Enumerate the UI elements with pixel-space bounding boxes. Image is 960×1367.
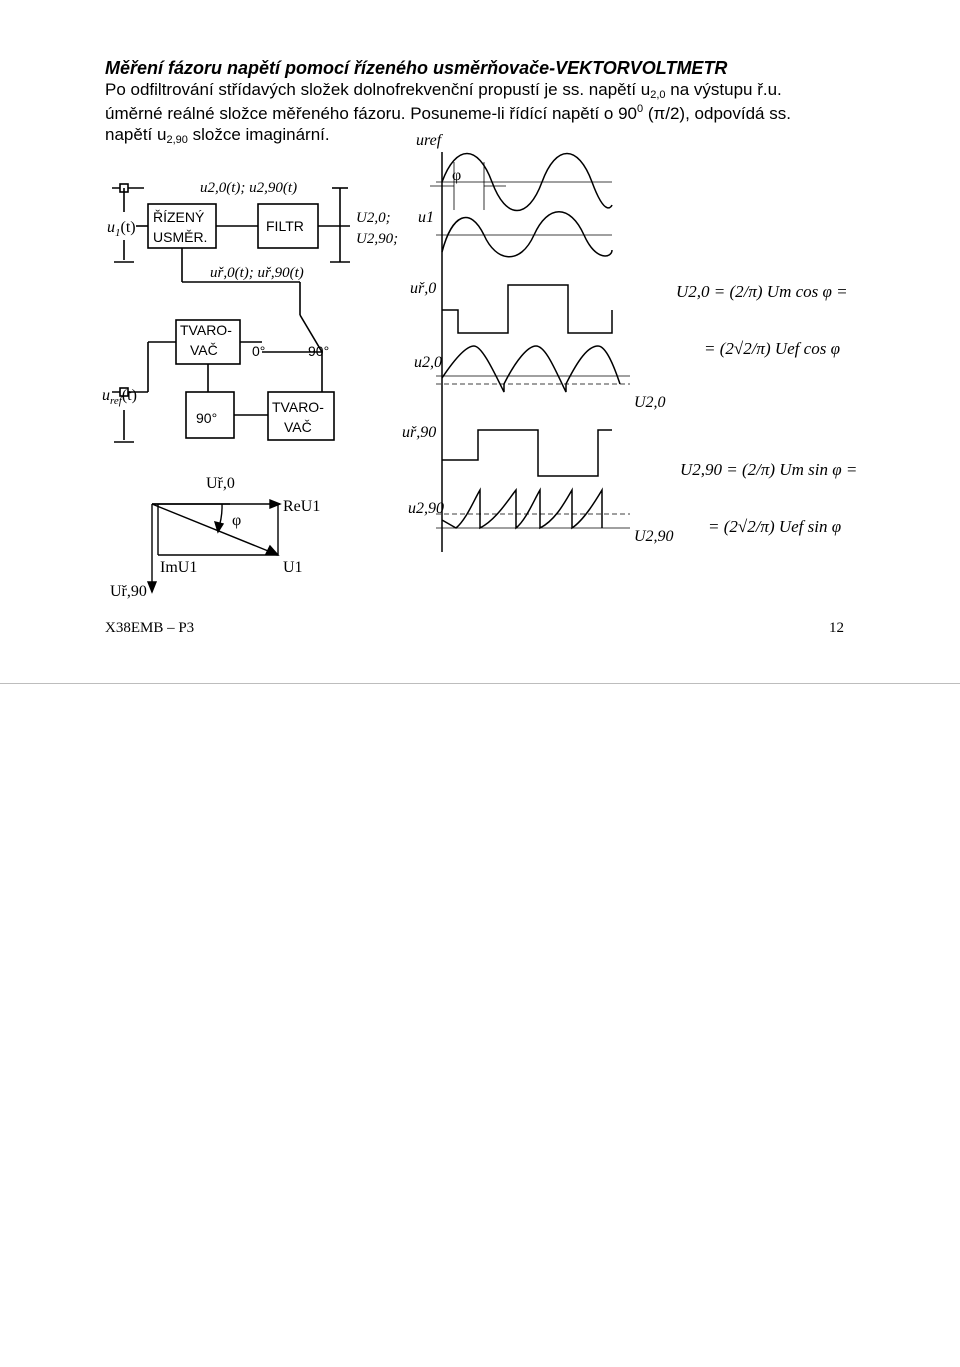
label-u1-input: u1(t) [107, 219, 136, 239]
wave-label-uref: uref [416, 132, 444, 149]
phase-shift-label: 90° [196, 410, 217, 426]
wave-label-u1: u1 [418, 209, 434, 226]
footer-course-code: X38EMB – P3 [105, 620, 195, 636]
phasor-ur90-label: Uř,90 [110, 583, 147, 600]
figure-canvas: u1(t) uref(t) ŘÍZENÝ USMĚR. FILTR u2,0(t… [102, 132, 857, 600]
formulas: U2,0 = (2/π) Um cos φ = = (2√2/π) Uef co… [676, 282, 857, 536]
rectifier-label-2: USMĚR. [153, 229, 207, 245]
shaper2-label-1: TVARO- [272, 399, 324, 415]
signals-top-label: u2,0(t); u2,90(t) [200, 180, 297, 196]
wave-uref [441, 152, 613, 212]
paragraph-line-1: Po odfiltrování střídavých složek dolnof… [105, 80, 782, 101]
formula-1: U2,0 = (2/π) Um cos φ = [676, 282, 848, 301]
control-label: uř,0(t); uř,90(t) [210, 265, 304, 281]
wave-label-ur90: uř,90 [402, 424, 436, 441]
label-uref-input: uref(t) [102, 387, 137, 407]
shaper1-label-1: TVARO- [180, 322, 232, 338]
wave-label-phi: φ [452, 167, 461, 184]
waveforms [430, 152, 630, 552]
slide-title: Měření fázoru napětí pomocí řízeného usm… [105, 58, 728, 78]
phasor-im-label: ImU1 [160, 559, 197, 576]
waveform-labels: uref φ u1 uř,0 u2,0 uř,90 u2,90 U2,0 U2,… [402, 132, 674, 545]
slide: Měření fázoru napětí pomocí řízeného usm… [0, 0, 960, 683]
wave-u1 [441, 211, 613, 258]
formula-4: = (2√2/π) Uef sin φ [708, 517, 841, 536]
wave-u290 [441, 487, 603, 530]
wave-u20 [441, 345, 621, 393]
wave-label-U290: U2,90 [634, 528, 674, 545]
switch-90-label: 90° [308, 343, 329, 359]
paragraph-line-3: napětí u2,90 složce imaginární. [105, 125, 330, 146]
wave-label-u290: u2,90 [408, 500, 444, 517]
shaper2-label-2: VAČ [284, 419, 312, 435]
wave-label-ur0: uř,0 [410, 280, 436, 297]
block-diagram-labels: u1(t) uref(t) ŘÍZENÝ USMĚR. FILTR u2,0(t… [102, 180, 398, 435]
outputs-label-2: U2,90; [356, 231, 398, 247]
page-divider [0, 683, 960, 684]
wave-ur0 [442, 284, 613, 334]
wave-ur90 [442, 429, 612, 477]
formula-3: U2,90 = (2/π) Um sin φ = [680, 460, 857, 479]
phasor-re-label: ReU1 [283, 498, 320, 515]
wave-label-u20: u2,0 [414, 354, 442, 371]
outputs-label-1: U2,0; [356, 210, 391, 226]
phasor-u1-label: U1 [283, 559, 303, 576]
phasor-diagram [146, 498, 282, 594]
formula-2: = (2√2/π) Uef cos φ [704, 339, 840, 358]
footer-page-number: 12 [829, 620, 844, 636]
phasor-labels: Uř,0 Uř,90 φ ReU1 ImU1 U1 [110, 475, 320, 600]
switch-0-label: 0° [252, 343, 265, 359]
shaper1-label-2: VAČ [190, 342, 218, 358]
wave-label-U20: U2,0 [634, 394, 666, 411]
paragraph-line-2: úměrné reálné složce měřeného fázoru. Po… [105, 103, 791, 123]
phasor-ur0-label: Uř,0 [206, 475, 235, 492]
filter-label: FILTR [266, 218, 304, 234]
rectifier-label-1: ŘÍZENÝ [153, 209, 205, 225]
phasor-phi-label: φ [232, 512, 241, 529]
block-diagram [112, 183, 350, 443]
